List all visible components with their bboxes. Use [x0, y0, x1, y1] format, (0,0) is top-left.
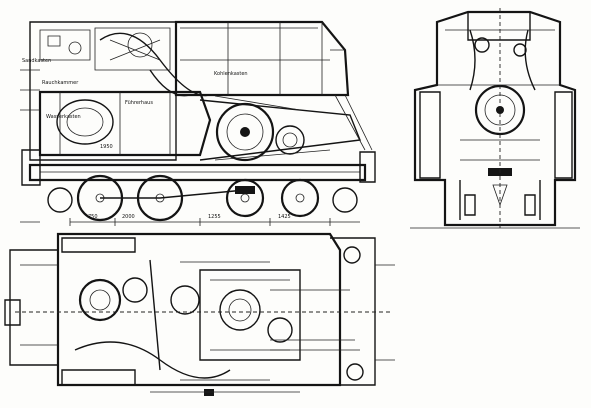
dimension-750: 750 [88, 214, 98, 220]
side-view-wheels [47, 174, 358, 222]
front-elevation-view [410, 8, 580, 229]
label-kohlenkasten: Kohlenkasten [214, 71, 248, 77]
dimension-1255: 1255 [208, 214, 221, 220]
plan-view [4, 232, 395, 396]
side-elevation-view: Kohlenkasten Rauchkammer Wasserkasten Sa… [20, 20, 376, 226]
label-rauchkammer: Rauchkammer [42, 80, 79, 86]
label-sandkasten: Sandkasten [22, 58, 51, 64]
dimension-2000: 2000 [122, 214, 135, 220]
label-fuehrerhaus: Führerhaus [125, 100, 153, 106]
dimension-1950: 1950 [100, 144, 113, 150]
dimension-1425: 1425 [278, 214, 291, 220]
label-wasserkasten: Wasserkasten [46, 114, 81, 120]
